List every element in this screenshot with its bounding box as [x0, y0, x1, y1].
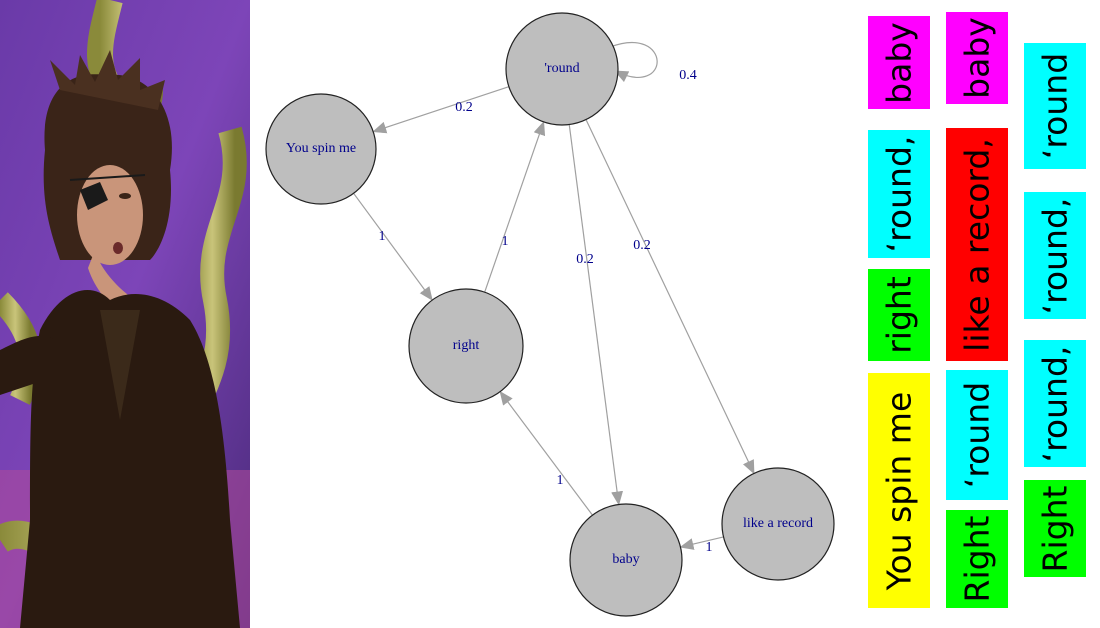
- lyric-segment: right: [868, 269, 930, 361]
- lyric-segment: like a record,: [946, 128, 1008, 361]
- lyric-segment-text: ‘round: [1035, 52, 1075, 160]
- node-baby: baby: [569, 503, 683, 617]
- lyric-segment: ‘round,: [1024, 340, 1086, 467]
- edge-right-to-round: [484, 120, 546, 293]
- node-round: 'round: [505, 12, 619, 126]
- lyric-segment-text: ‘round,: [1035, 345, 1075, 462]
- lyric-segment-text: right: [879, 276, 919, 354]
- lyric-segment: baby: [946, 12, 1008, 104]
- edge-label-round-to-baby: 0.2: [576, 252, 594, 267]
- performer-photo: [0, 0, 250, 628]
- node-label-record: like a record: [743, 516, 813, 531]
- node-label-right: right: [453, 338, 480, 353]
- node-label-you: You spin me: [286, 141, 356, 156]
- edge-round-to-you: [372, 86, 510, 134]
- lyric-segment: ‘round,: [1024, 192, 1086, 319]
- lyric-segment: ‘round,: [868, 130, 930, 258]
- node-circle-baby: [569, 503, 683, 617]
- node-circle-right: [408, 288, 524, 404]
- edge-round-to-baby: [568, 124, 624, 506]
- edge-label-right-to-round: 1: [502, 234, 509, 249]
- edge-label-record-to-baby: 1: [706, 540, 713, 555]
- lyric-segment: baby: [868, 16, 930, 109]
- lyric-segment-text: ‘round,: [879, 135, 919, 253]
- edge-round-to-round: [609, 41, 658, 83]
- edge-label-round-to-record: 0.2: [633, 238, 651, 253]
- lyric-segment: Right: [946, 510, 1008, 608]
- node-circle-round: [505, 12, 619, 126]
- lyric-segment: Right: [1024, 480, 1086, 577]
- edges-layer: 0.2 0.4 1 1 0.2 0.2 1 1: [353, 41, 755, 555]
- edge-label-round-to-round: 0.4: [679, 68, 697, 83]
- node-circle-record: [721, 467, 835, 581]
- performer-photo-image: [0, 0, 250, 628]
- node-circle-you: [265, 93, 377, 205]
- lyric-line-2: Right ‘round like a record, baby: [946, 0, 1008, 628]
- lyric-line-1: You spin me right ‘round, baby: [868, 0, 930, 628]
- lyric-line-3: Right ‘round, ‘round, ‘round: [1024, 0, 1086, 628]
- lyric-segment-text: You spin me: [879, 391, 919, 590]
- edge-round-to-record: [585, 119, 755, 475]
- node-label-round: 'round: [544, 61, 579, 76]
- edge-label-baby-to-right: 1: [557, 473, 564, 488]
- lyric-segment: ‘round: [946, 370, 1008, 500]
- node-record: like a record: [721, 467, 835, 581]
- edge-record-to-baby: [679, 536, 724, 550]
- lyric-segment-text: like a record,: [957, 137, 997, 352]
- edge-baby-to-right: [499, 390, 593, 516]
- lyric-segment: You spin me: [868, 373, 930, 608]
- lyric-segment-text: baby: [879, 21, 919, 104]
- lyric-segment-text: baby: [957, 17, 997, 99]
- node-label-baby: baby: [612, 552, 639, 567]
- lyric-segment: ‘round: [1024, 43, 1086, 169]
- lyric-segment-text: Right: [1035, 485, 1075, 572]
- edge-label-you-to-right: 1: [379, 229, 386, 244]
- lyric-segment-text: ‘round,: [1035, 197, 1075, 314]
- node-you: You spin me: [265, 93, 377, 205]
- edge-you-to-right: [353, 192, 433, 301]
- lyric-segment-text: ‘round: [957, 381, 997, 489]
- node-right: right: [408, 288, 524, 404]
- lyric-segment-text: Right: [957, 515, 997, 603]
- edge-label-round-to-you: 0.2: [455, 100, 473, 115]
